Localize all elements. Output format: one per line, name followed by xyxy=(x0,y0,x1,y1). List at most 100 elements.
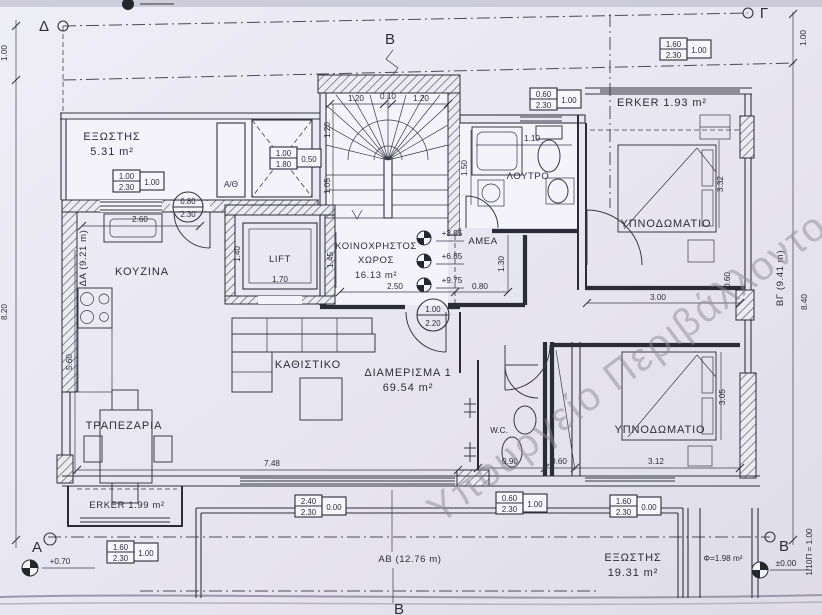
phi-area-label: Φ=1.98 m² xyxy=(703,554,742,563)
living-label: ΚΑΘΙΣΤΙΚΟ xyxy=(275,359,341,371)
level-markers: +3.95 +6.85 +9.75 +0.70 ±0.00 xyxy=(21,229,812,579)
svg-text:0.50: 0.50 xyxy=(301,155,317,164)
stair-dim-d: 1.20 xyxy=(323,122,332,138)
common-e-dim: 0.80 xyxy=(472,282,488,291)
lift-depth-dim: 1.40 xyxy=(233,246,242,262)
side-left-dim: 8.20 xyxy=(0,304,9,320)
level-marker-ground xyxy=(751,561,769,579)
wc-fixtures xyxy=(464,398,537,468)
corner-delta: Δ xyxy=(39,18,49,35)
schedule-box-balcony-tl: 1.00 2.30 1.00 xyxy=(112,169,165,193)
svg-text:2.30: 2.30 xyxy=(536,101,552,110)
staircase: 1.20 0.10 1.20 1.20 1.05 xyxy=(323,92,453,220)
wc-w-dim: 0.90 xyxy=(502,457,518,466)
schedule-box-wc: 0.60 2.30 1.00 xyxy=(495,491,548,515)
dimensions: 2.60 5.60 1.45 2.50 0.80 1.10 1.50 1.30 … xyxy=(65,130,745,475)
apartment-area: 69.54 m² xyxy=(383,382,434,394)
svg-text:1.60: 1.60 xyxy=(113,543,129,552)
svg-text:1.60: 1.60 xyxy=(666,40,682,49)
svg-text:2.30: 2.30 xyxy=(301,508,317,517)
svg-text:0.00: 0.00 xyxy=(326,503,342,512)
boundary-lines: 1.00 8.20 1.00 8.40 1/10Π = 1.00 ΔΑ (9.2… xyxy=(0,9,814,592)
living-w-dim: 7.48 xyxy=(264,459,280,468)
level-ground: ±0.00 xyxy=(776,559,797,568)
svg-text:1.60: 1.60 xyxy=(616,497,632,506)
svg-text:1.00: 1.00 xyxy=(691,46,707,55)
level-marker-f2 xyxy=(416,253,432,269)
svg-text:2.30: 2.30 xyxy=(616,508,632,517)
erker-bl-label: ERKER 1.99 m² xyxy=(89,500,164,511)
schedule-box-erker-tr: 1.60 2.30 1.00 xyxy=(659,37,712,61)
svg-text:2.30: 2.30 xyxy=(502,505,518,514)
amea-d-dim: 1.30 xyxy=(497,256,506,272)
stove xyxy=(77,287,113,329)
corner-beta-bottom: Β xyxy=(394,601,404,615)
svg-text:2.30: 2.30 xyxy=(113,554,129,563)
common-area: 16.13 m² xyxy=(355,270,397,281)
wc-sink xyxy=(513,405,537,435)
svg-text:2.30: 2.30 xyxy=(180,210,196,219)
balcony-b-label: ΕΞΩΣΤΗΣ xyxy=(604,552,661,564)
common-w-dim: 2.50 xyxy=(387,282,403,291)
lift-width-dim: 1.70 xyxy=(272,275,288,284)
svg-text:1.00: 1.00 xyxy=(527,500,543,509)
svg-text:1.00: 1.00 xyxy=(144,178,160,187)
bedroom-tr-furniture xyxy=(617,114,731,263)
balcony-b-area: 19.31 m² xyxy=(608,567,659,579)
level-marker-entry xyxy=(21,559,39,577)
living-furniture xyxy=(231,317,376,421)
bottom-balcony xyxy=(195,507,759,598)
level-marker-f1 xyxy=(416,230,432,246)
level-f3: +9.75 xyxy=(442,276,463,285)
svg-text:0.60: 0.60 xyxy=(536,90,552,99)
schedule-box-living: 2.40 2.30 0.00 xyxy=(294,494,347,518)
balcony-tl-area: 5.31 m² xyxy=(90,146,134,158)
svg-text:0.00: 0.00 xyxy=(641,503,657,512)
svg-text:0.80: 0.80 xyxy=(180,197,196,206)
door-circle-entry: 1.00 2.20 xyxy=(416,298,450,332)
level-entry: +0.70 xyxy=(50,557,71,566)
corner-markers: Δ Γ Α Β Β Β xyxy=(32,5,789,615)
amea-label: ΑΜΕΑ xyxy=(468,236,497,247)
level-f1: +3.95 xyxy=(442,229,463,238)
svg-text:1.00: 1.00 xyxy=(119,172,135,181)
setback-right-dim: 1.00 xyxy=(799,30,808,46)
schedule-boxes: 1.00 2.30 1.00 1.00 1.80 0.50 0.60 2.30 … xyxy=(106,37,712,564)
schedule-box-bedroom-br: 1.60 2.30 0.00 xyxy=(609,494,662,518)
walls xyxy=(56,74,760,527)
common-label-1: ΚΟΙΝΟΧΡΗΣΤΟΣ xyxy=(335,241,417,252)
balcony-tl-label: ΕΞΩΣΤΗΣ xyxy=(83,131,140,143)
room-labels: ΕΞΩΣΤΗΣ 5.31 m² Α/Θ ΚΟΥΖΙΝΑ ΚΟΙΝΟΧΡΗΣΤΟΣ… xyxy=(83,97,742,579)
schedule-box-shaft: 1.00 1.80 0.50 xyxy=(269,146,322,170)
corner-gamma: Γ xyxy=(760,5,768,22)
svg-text:0.60: 0.60 xyxy=(502,494,518,503)
bath-w-dim: 1.10 xyxy=(524,134,540,143)
svg-text:2.20: 2.20 xyxy=(425,319,441,328)
svg-text:1.00: 1.00 xyxy=(425,305,441,314)
stair-dim-b: 0.10 xyxy=(380,92,396,101)
kitchen-d-dim: 5.60 xyxy=(65,354,74,370)
bath-label: ΛΟΥΤΡΟ xyxy=(507,171,550,182)
dining-label: ΤΡΑΠΕΖΑΡΙΑ xyxy=(86,420,163,432)
kitchen-label: ΚΟΥΖΙΝΑ xyxy=(115,266,169,278)
bath-sink xyxy=(547,178,569,204)
scale-note: 1/10Π = 1.00 xyxy=(805,528,814,576)
common-d-dim: 1.45 xyxy=(326,252,335,268)
bathroom-fixtures xyxy=(471,125,575,207)
side-label-left: ΔΑ (9.21 m) xyxy=(78,230,89,287)
hall-w-dim: 0.60 xyxy=(551,457,567,466)
shower xyxy=(471,126,523,176)
svg-text:2.30: 2.30 xyxy=(119,183,135,192)
bed1-d-dim: 3.32 xyxy=(716,176,725,192)
schedule-box-erker-bl: 1.60 2.30 1.00 xyxy=(106,540,159,564)
stair-dim-e: 1.05 xyxy=(323,178,332,194)
setback-left-dim: 1.00 xyxy=(0,45,9,61)
svg-text:2.40: 2.40 xyxy=(301,497,317,506)
stair-dim-c: 1.20 xyxy=(413,94,429,103)
wc-toilet xyxy=(501,436,523,468)
svg-text:2.30: 2.30 xyxy=(666,51,682,60)
bed1-n-dim: 0.60 xyxy=(723,272,732,288)
